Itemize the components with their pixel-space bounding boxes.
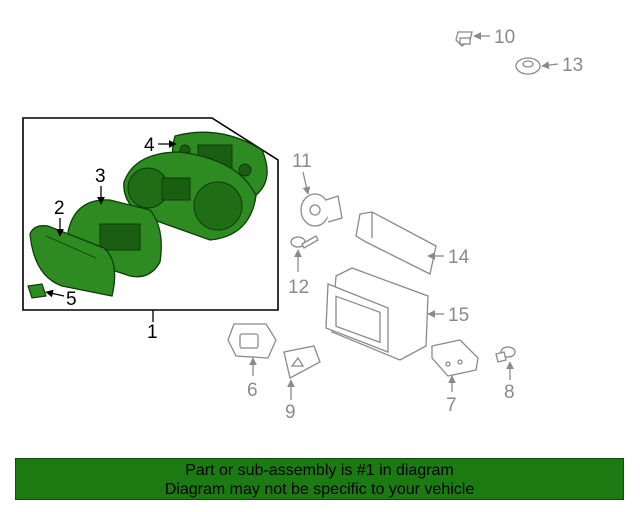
banner-line-1: Part or sub-assembly is #1 in diagram — [185, 462, 454, 479]
part-13-grommet[interactable] — [515, 57, 541, 75]
callout-14: 14 — [448, 247, 470, 268]
part-9-hazard-switch[interactable] — [283, 345, 321, 379]
part-5-lens[interactable] — [27, 225, 116, 299]
callout-11: 11 — [292, 151, 312, 172]
part-7-connector[interactable] — [431, 339, 479, 377]
part-10-clip[interactable] — [455, 31, 473, 47]
callout-5: 5 — [66, 289, 77, 310]
part-3-gauge-panel[interactable] — [123, 151, 257, 241]
callout-1: 1 — [147, 322, 158, 343]
callout-4: 4 — [144, 135, 155, 156]
banner-line-2: Diagram may not be specific to your vehi… — [164, 481, 475, 498]
info-banner: Part or sub-assembly is #1 in diagram Di… — [15, 458, 624, 500]
callout-3: 3 — [95, 166, 106, 187]
part-14-module[interactable] — [355, 211, 437, 275]
callout-13: 13 — [562, 55, 583, 76]
callout-10: 10 — [494, 27, 515, 48]
callout-2: 2 — [54, 198, 65, 219]
part-11-ignition-switch[interactable] — [300, 193, 343, 227]
callout-15: 15 — [448, 305, 469, 326]
part-15-audio-unit[interactable] — [325, 267, 429, 361]
callout-6: 6 — [247, 380, 258, 401]
callout-8: 8 — [504, 382, 515, 403]
callout-9: 9 — [285, 402, 296, 423]
callout-12: 12 — [288, 277, 309, 298]
part-12-screw[interactable] — [290, 235, 319, 249]
part-6-switch[interactable] — [227, 323, 277, 359]
callout-7: 7 — [446, 395, 457, 416]
part-8-bolt[interactable] — [495, 346, 516, 363]
